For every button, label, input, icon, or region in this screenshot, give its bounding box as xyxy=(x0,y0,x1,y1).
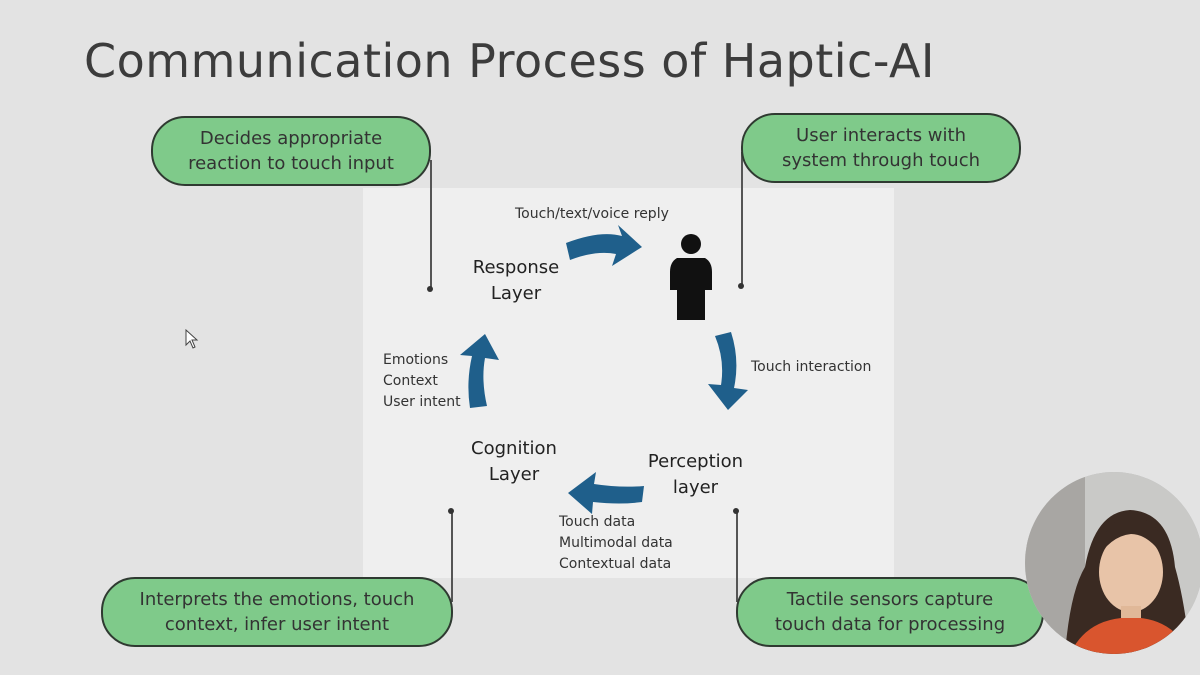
perception-layer-label: Perception layer xyxy=(647,451,744,498)
cognition-layer-label: Cognition Layer xyxy=(471,438,557,485)
touch-interaction-label: Touch interaction xyxy=(751,359,872,375)
arrow-cognition-to-response xyxy=(460,334,499,408)
slide-title: Communication Process of Haptic-AI xyxy=(84,34,935,88)
callout-response-description: Decides appropriate reaction to touch in… xyxy=(151,116,431,186)
reply-label: Touch/text/voice reply xyxy=(515,206,669,222)
cursor-icon xyxy=(185,329,199,349)
callout-user-description: User interacts with system through touch xyxy=(741,113,1021,183)
callout-cognition-description: Interprets the emotions, touch context, … xyxy=(101,577,453,647)
connector-top-left xyxy=(430,160,432,288)
connector-dot-top-left xyxy=(427,286,433,292)
arrow-touch-interaction xyxy=(708,332,748,410)
arrow-reply xyxy=(566,225,642,266)
cognition-inputs-list: Emotions Context User intent xyxy=(383,352,461,410)
presenter-webcam xyxy=(1025,472,1200,654)
connector-bottom-right xyxy=(736,512,738,602)
presenter-avatar xyxy=(1025,472,1200,654)
person-icon xyxy=(670,234,712,320)
connector-dot-bottom-left xyxy=(448,508,454,514)
arrow-perception-to-cognition xyxy=(568,472,644,514)
callout-perception-description: Tactile sensors capture touch data for p… xyxy=(736,577,1044,647)
connector-dot-bottom-right xyxy=(733,508,739,514)
response-layer-label: Response Layer xyxy=(472,257,560,304)
connector-dot-top-right xyxy=(738,283,744,289)
perception-outputs-list: Touch data Multimodal data Contextual da… xyxy=(559,514,673,572)
connector-bottom-left xyxy=(451,512,453,602)
connector-top-right xyxy=(741,152,743,286)
